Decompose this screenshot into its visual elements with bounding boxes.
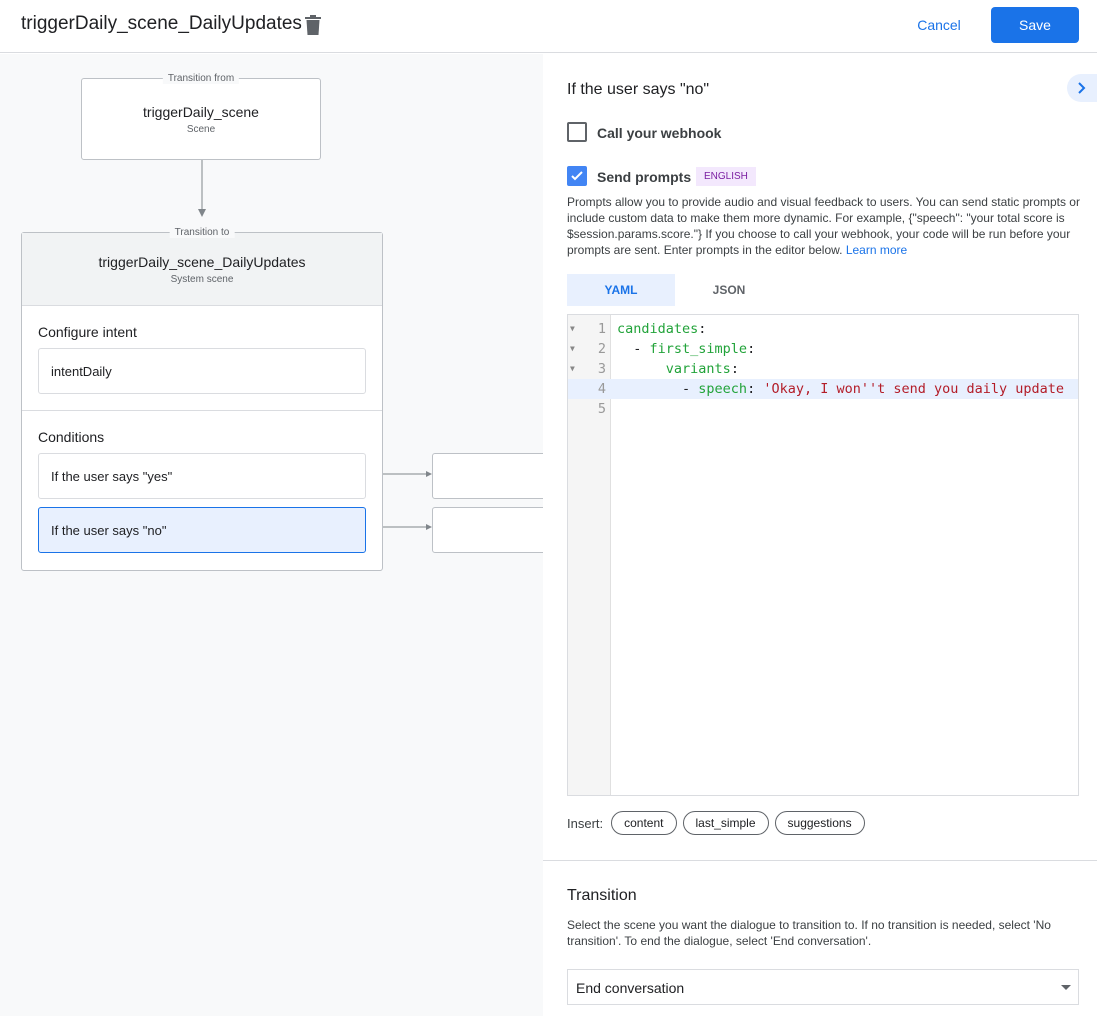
webhook-label: Call your webhook xyxy=(597,125,722,141)
code-key: speech xyxy=(698,381,748,397)
prompts-description: Prompts allow you to provide audio and v… xyxy=(567,194,1082,258)
code-sep: : xyxy=(730,361,739,377)
intent-box[interactable]: intentDaily xyxy=(38,348,366,394)
insert-chip-content[interactable]: content xyxy=(611,811,677,835)
code-editor[interactable]: ▼ 1 candidates: ▼ 2 - first_simple: ▼ 3 varian… xyxy=(567,314,1079,796)
code-key: first_simple xyxy=(649,341,748,357)
trash-icon[interactable] xyxy=(305,15,321,35)
from-scene-name: triggerDaily_scene xyxy=(143,104,259,120)
transition-select[interactable]: End conversation xyxy=(567,969,1079,1005)
transition-from-node[interactable]: Transition from triggerDaily_scene Scene xyxy=(81,73,321,160)
learn-more-link[interactable]: Learn more xyxy=(845,243,908,257)
code-line: ▼ 3 variants: xyxy=(568,359,1078,379)
insert-chip-suggestions[interactable]: suggestions xyxy=(774,811,865,835)
line-number: 5 xyxy=(597,401,606,417)
cancel-button[interactable]: Cancel xyxy=(905,8,973,42)
target-node-no[interactable] xyxy=(432,507,543,553)
insert-label: Insert: xyxy=(567,815,604,831)
code-string: 'Okay, I won''t send you daily update xyxy=(763,381,1065,397)
line-number: 4 xyxy=(597,381,606,397)
code-line: ▼ 2 - first_simple: xyxy=(568,339,1078,359)
page-title: triggerDaily_scene_DailyUpdates xyxy=(21,13,302,34)
panel-title: If the user says "no" xyxy=(567,81,710,98)
collapse-panel-button[interactable] xyxy=(1067,74,1097,102)
code-key: candidates xyxy=(617,321,699,337)
configure-intent-heading: Configure intent xyxy=(38,324,137,340)
code-line: ▼ 1 candidates: xyxy=(568,319,1078,339)
send-prompts-label: Send prompts xyxy=(597,169,692,185)
check-icon xyxy=(571,171,583,181)
language-badge: ENGLISH xyxy=(696,167,756,186)
dropdown-arrow-icon xyxy=(1061,985,1071,990)
code-line: 5 xyxy=(568,399,1078,419)
code-sep: : xyxy=(747,381,764,397)
to-scene-name: triggerDaily_scene_DailyUpdates xyxy=(98,254,306,270)
target-node-yes[interactable] xyxy=(432,453,543,499)
code-line: 4 - speech: 'Okay, I won''t send you dai… xyxy=(568,379,1078,399)
fold-icon[interactable]: ▼ xyxy=(570,344,575,353)
transition-to-node: Transition to triggerDaily_scene_DailyUp… xyxy=(21,227,383,571)
indent xyxy=(617,361,666,377)
webhook-checkbox[interactable] xyxy=(567,122,587,142)
code-sep: : xyxy=(747,341,756,357)
header: triggerDaily_scene_DailyUpdates Cancel S… xyxy=(0,0,1097,53)
description-text: Prompts allow you to provide audio and v… xyxy=(567,195,1080,257)
code-key: variants xyxy=(665,361,731,377)
transition-from-label: Transition from xyxy=(162,73,240,84)
from-scene-type: Scene xyxy=(186,124,216,135)
indent: - xyxy=(617,341,650,357)
insert-chip-last-simple[interactable]: last_simple xyxy=(682,811,769,835)
detail-panel: If the user says "no" Call your webhook … xyxy=(543,54,1097,1016)
indent: - xyxy=(617,381,699,397)
transition-selected: End conversation xyxy=(576,980,685,996)
fold-icon[interactable]: ▼ xyxy=(570,364,575,373)
condition-no[interactable]: If the user says "no" xyxy=(38,507,366,553)
transition-heading: Transition xyxy=(567,887,637,904)
save-button[interactable]: Save xyxy=(991,7,1079,43)
flow-canvas: Transition from triggerDaily_scene Scene… xyxy=(0,54,543,1016)
send-prompts-checkbox[interactable] xyxy=(567,166,587,186)
line-number: 3 xyxy=(597,361,606,377)
condition-yes[interactable]: If the user says "yes" xyxy=(38,453,366,499)
tab-yaml[interactable]: YAML xyxy=(567,274,675,306)
transition-description: Select the scene you want the dialogue t… xyxy=(567,918,1051,948)
line-number: 1 xyxy=(597,321,606,337)
fold-icon[interactable]: ▼ xyxy=(570,324,575,333)
transition-to-label: Transition to xyxy=(169,227,235,238)
chevron-right-icon xyxy=(1078,82,1086,94)
line-number: 2 xyxy=(597,341,606,357)
insert-row: Insert: content last_simple suggestions xyxy=(567,811,871,835)
conditions-heading: Conditions xyxy=(38,429,105,445)
code-sep: : xyxy=(698,321,707,337)
tab-json[interactable]: JSON xyxy=(712,283,746,297)
to-scene-type: System scene xyxy=(170,274,234,285)
